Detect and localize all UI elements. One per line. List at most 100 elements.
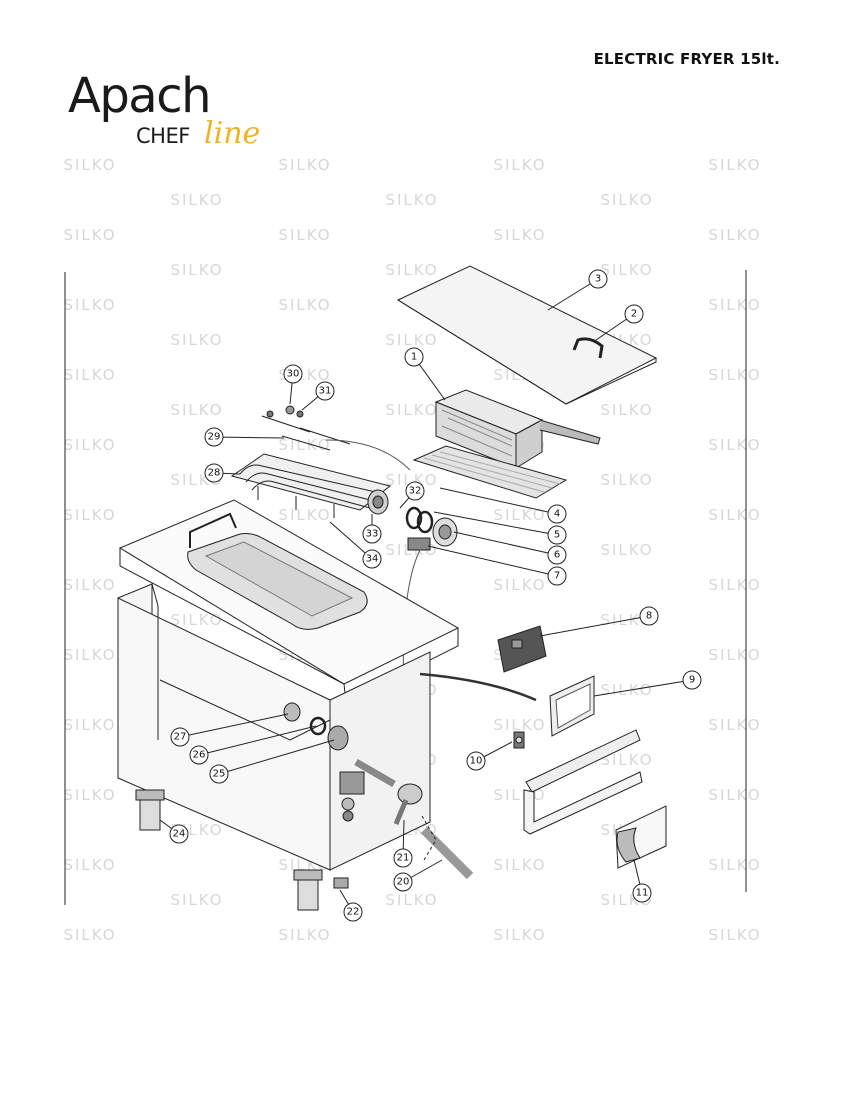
callout-circle <box>204 463 224 483</box>
callout-number: 26 <box>193 750 206 761</box>
callout-circle <box>362 549 382 569</box>
callout-number: 22 <box>347 907 360 918</box>
callout-number: 8 <box>646 611 652 622</box>
callout-9: 9 <box>593 670 702 697</box>
callout-leader-line <box>427 545 558 577</box>
callout-number: 5 <box>554 530 560 541</box>
callout-circle <box>170 727 190 747</box>
watermark-text: SILKO <box>600 471 653 489</box>
callout-circle <box>405 481 425 501</box>
callout-leader-line <box>433 511 558 536</box>
fryer-body <box>117 499 474 911</box>
watermark-text: SILKO <box>63 156 116 174</box>
watermark-text: SILKO <box>63 856 116 874</box>
callout-number: 4 <box>554 509 560 520</box>
callout-circle <box>404 347 424 367</box>
callout-circle <box>639 606 659 626</box>
callout-6: 6 <box>453 531 567 565</box>
watermark-text: SILKO <box>708 576 761 594</box>
callout-number: 11 <box>636 888 649 899</box>
watermark-text: SILKO <box>493 226 546 244</box>
callout-leader-line <box>218 739 335 775</box>
callout-20: 20 <box>393 859 443 892</box>
callout-number: 25 <box>213 769 226 780</box>
callout-number: 9 <box>689 675 695 686</box>
fryer-drawing <box>64 265 747 911</box>
callout-22: 22 <box>339 889 363 922</box>
callout-number: 1 <box>411 352 417 363</box>
watermark-text: SILKO <box>385 471 438 489</box>
callout-33: 33 <box>362 514 382 544</box>
logo-chef-text: CHEF <box>136 124 190 148</box>
thermostat-parts <box>402 506 458 701</box>
callout-circle <box>682 670 702 690</box>
watermark-text: SILKO <box>63 296 116 314</box>
watermark-text: SILKO <box>278 226 331 244</box>
callout-leader-line <box>179 713 289 738</box>
callout-circle <box>343 902 363 922</box>
watermark-text: SILKO <box>170 891 223 909</box>
callout-4: 4 <box>439 487 567 524</box>
callout-number: 24 <box>173 829 186 840</box>
callout-circle <box>547 525 567 545</box>
watermark-text: SILKO <box>63 576 116 594</box>
callout-leader-line <box>198 725 317 756</box>
callout-number: 31 <box>319 386 332 397</box>
callout-10: 10 <box>466 741 513 771</box>
callout-circle <box>624 304 644 324</box>
watermark-text: SILKO <box>708 646 761 664</box>
switch-part <box>513 731 525 749</box>
callout-number: 10 <box>470 756 483 767</box>
watermark-text: SILKO <box>600 401 653 419</box>
callout-number: 20 <box>397 877 410 888</box>
callout-number: 7 <box>554 571 560 582</box>
watermark-text: SILKO <box>385 331 438 349</box>
logo-brand-text: Apach <box>68 68 212 124</box>
callout-34: 34 <box>329 521 382 569</box>
watermark-text: SILKO <box>278 156 331 174</box>
callout-circle <box>547 504 567 524</box>
watermark-text: SILKO <box>493 926 546 944</box>
callout-8: 8 <box>539 606 659 637</box>
watermark-text: SILKO <box>708 296 761 314</box>
callout-circle <box>209 764 229 784</box>
callout-circle <box>362 524 382 544</box>
callout-11: 11 <box>632 859 652 903</box>
watermark-text: SILKO <box>63 786 116 804</box>
callout-leader-line <box>213 436 285 439</box>
watermark-text: SILKO <box>278 296 331 314</box>
callout-number: 34 <box>366 554 379 565</box>
callout-31: 31 <box>301 381 335 411</box>
callout-number: 6 <box>554 550 560 561</box>
callout-29: 29 <box>204 427 285 447</box>
callout-3: 3 <box>547 269 608 311</box>
watermark-text: SILKO <box>63 646 116 664</box>
lid-part <box>396 265 658 405</box>
watermark-text: SILKO <box>708 366 761 384</box>
watermark-text: SILKO <box>278 506 331 524</box>
watermark-text: SILKO <box>63 366 116 384</box>
watermark-text: SILKO <box>278 436 331 454</box>
callout-1: 1 <box>404 347 446 401</box>
watermark-text: SILKO <box>385 261 438 279</box>
callout-circle <box>466 751 486 771</box>
watermark-text: SILKO <box>170 611 223 629</box>
callout-25: 25 <box>209 739 335 784</box>
callout-number: 33 <box>366 529 379 540</box>
callout-circle <box>315 381 335 401</box>
watermark-text: SILKO <box>385 191 438 209</box>
watermark-text: SILKO <box>170 261 223 279</box>
callout-leader-line <box>539 615 650 637</box>
watermark-text: SILKO <box>493 856 546 874</box>
callout-circle <box>588 269 608 289</box>
watermark-text: SILKO <box>493 716 546 734</box>
callout-number: 2 <box>631 309 637 320</box>
watermark-text: SILKO <box>708 506 761 524</box>
callout-circle <box>283 364 303 384</box>
callout-21: 21 <box>393 819 413 868</box>
brand-logo: Apach CHEF line <box>68 72 288 162</box>
callout-number: 32 <box>409 486 422 497</box>
callout-leader-line <box>439 487 558 515</box>
watermark-text: SILKO <box>708 436 761 454</box>
